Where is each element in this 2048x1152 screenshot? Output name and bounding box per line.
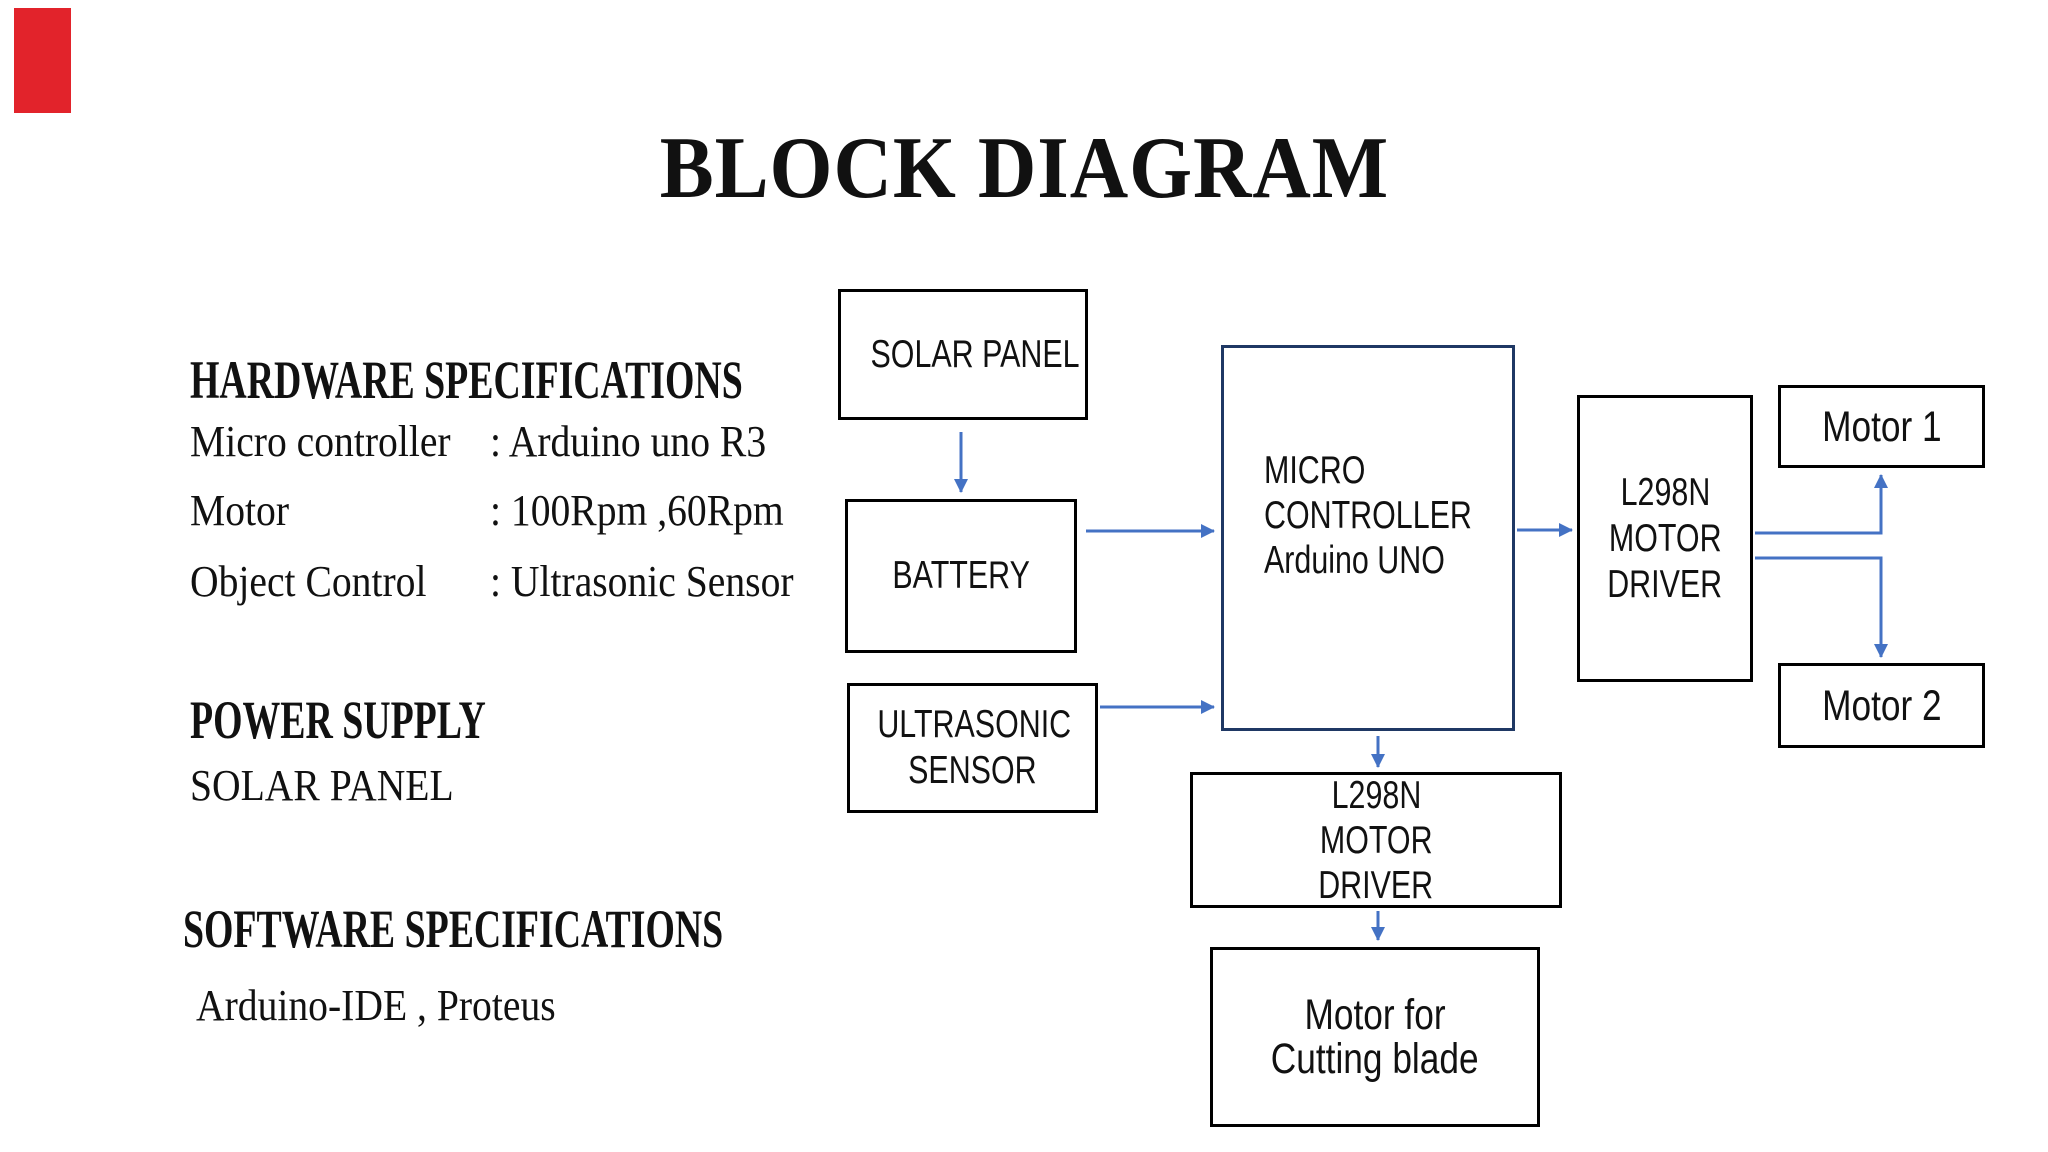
- spec-row-microcontroller-value: : Arduino uno R3: [490, 417, 767, 466]
- power-supply-value: SOLAR PANEL: [190, 761, 454, 810]
- block-motor-1: Motor 1: [1778, 385, 1985, 468]
- page-title-text: BLOCK DIAGRAM: [659, 120, 1389, 217]
- spec-row-motor-value: : 100Rpm ,60Rpm: [490, 486, 784, 535]
- spec-row-microcontroller-label: Micro controller: [190, 417, 451, 466]
- block-ultrasonic-sensor: ULTRASONIC SENSOR: [847, 683, 1098, 813]
- block-motor-driver-right: L298N MOTOR DRIVER: [1577, 395, 1753, 682]
- block-microcontroller: MICRO CONTROLLER Arduino UNO: [1221, 345, 1515, 731]
- software-specifications-heading: SOFTWARE SPECIFICATIONS: [183, 899, 724, 959]
- arrow-driver-to-motor1: [1755, 474, 1888, 535]
- hardware-specifications-heading: HARDWARE SPECIFICATIONS: [190, 350, 743, 410]
- red-marker: [14, 8, 71, 113]
- block-solar-panel: SOLAR PANEL: [838, 289, 1088, 420]
- spec-row-objectcontrol-value: : Ultrasonic Sensor: [490, 557, 794, 606]
- block-motor-cutting-blade: Motor for Cutting blade: [1210, 947, 1540, 1127]
- block-motor-driver-bottom: L298N MOTOR DRIVER: [1190, 772, 1562, 908]
- software-specifications-value: Arduino-IDE , Proteus: [196, 981, 556, 1030]
- page-title: BLOCK DIAGRAM: [0, 118, 2048, 219]
- power-supply-heading: POWER SUPPLY: [190, 690, 486, 750]
- spec-row-motor-label: Motor: [190, 486, 289, 535]
- block-battery: BATTERY: [845, 499, 1077, 653]
- arrow-driver-to-motor2: [1755, 556, 1888, 658]
- spec-row-objectcontrol-label: Object Control: [190, 557, 427, 606]
- block-motor-2: Motor 2: [1778, 663, 1985, 748]
